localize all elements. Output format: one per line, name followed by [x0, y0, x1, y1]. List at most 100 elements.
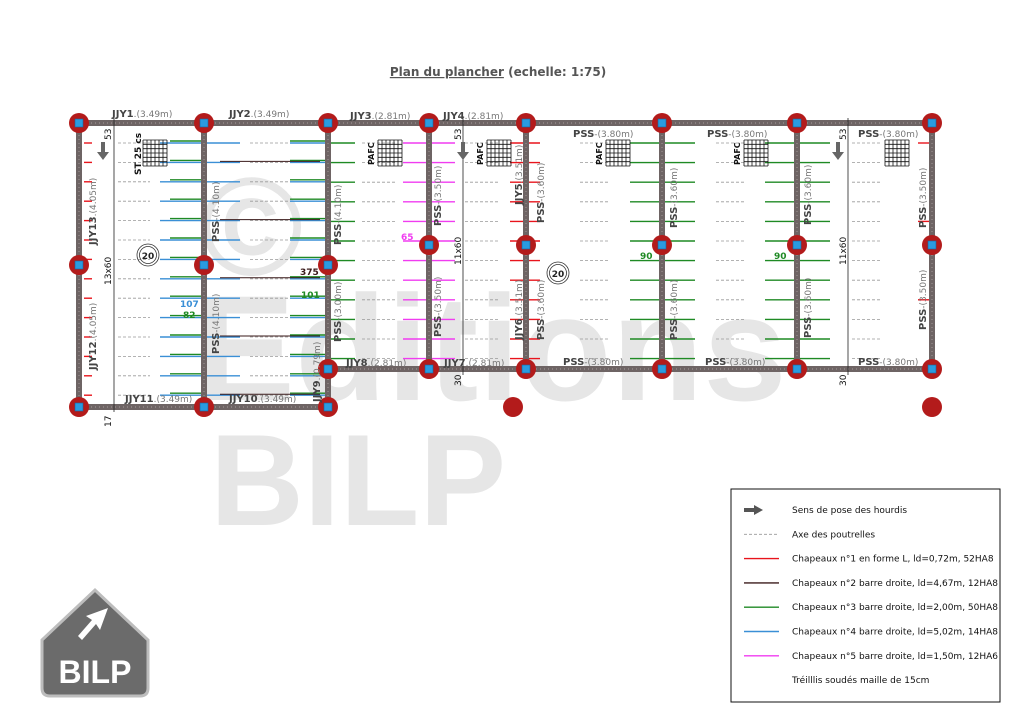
rebar-count-65: 65 [401, 233, 414, 243]
beam-label-jjy12: JJY12.(4.05m) [88, 303, 99, 371]
pss-label-v4a: PSS-(3.60m) [536, 163, 547, 223]
legend-item-label: Sens de pose des hourdis [792, 506, 907, 516]
column [503, 397, 523, 417]
structure-layer [69, 113, 942, 417]
post [424, 364, 434, 374]
mesh-icon [486, 139, 512, 167]
post [792, 118, 802, 128]
dim-53: 53 [454, 129, 464, 140]
dim-30: 30 [839, 374, 849, 386]
post [199, 260, 209, 270]
pss-label-v7b: PSS-(3.50m) [918, 270, 929, 330]
post [424, 118, 434, 128]
dim-53: 53 [104, 129, 114, 140]
post [657, 240, 667, 250]
pafc-label: PAFC [476, 142, 485, 165]
column [922, 397, 942, 417]
post [74, 402, 84, 412]
pss-label-v5b: PSS-(3.60m) [669, 280, 680, 340]
beam-label-jjy3: JJY3.(2.81m) [349, 111, 410, 122]
arrow-icon [744, 505, 763, 515]
post [521, 240, 531, 250]
legend-item-label: Chapeaux n°4 barre droite, ld=5,02m, 14H… [792, 628, 998, 638]
beam-label-jjy13: JJY13.(4.05m) [88, 178, 99, 246]
mesh-icon [884, 139, 910, 167]
rebar-layer [84, 140, 932, 396]
rebar-count-90: 90 [640, 252, 653, 262]
rebar-count-107: 107 [180, 300, 199, 310]
post [521, 118, 531, 128]
mesh-icon [377, 139, 403, 167]
beam-label-jjy11: JJY11.(3.49m) [124, 394, 192, 405]
pss-label-v4b: PSS-(3.60m) [536, 280, 547, 340]
beam-label-jjy8: JJY8.(2.81m) [345, 358, 406, 369]
post [927, 240, 937, 250]
dim-11x60: 11x60 [454, 236, 464, 265]
pafc-label: PAFC [733, 142, 742, 165]
legend-item-label: Chapeaux n°5 barre droite, ld=1,50m, 12H… [792, 652, 998, 662]
rebar-count-375: 375 [300, 268, 319, 278]
pafc-label: PAFC [595, 142, 604, 165]
rebar-count-101: 101 [301, 291, 320, 301]
watermark: © Editions BILP [195, 148, 787, 553]
pss-label-top-2: PSS-(3.80m) [707, 129, 767, 140]
cursor-arrow-icon [78, 608, 108, 640]
dim-11x60: 11x60 [839, 236, 849, 265]
pss-label-top-1: PSS-(3.80m) [573, 129, 633, 140]
legend-item-label: Chapeaux n°3 barre droite, ld=2,00m, 50H… [792, 603, 998, 613]
title-scale: (echelle: 1:75) [504, 65, 606, 79]
page-title: Plan du plancher (echelle: 1:75) [390, 65, 606, 79]
post [323, 364, 333, 374]
slab-thickness-marker [136, 243, 570, 285]
dim-17: 17 [104, 416, 114, 427]
mesh-icon [743, 139, 769, 167]
post [657, 118, 667, 128]
pss-label-v6b: PSS-(3.60m) [803, 278, 814, 338]
pss-label-v5a: PSS-(3.60m) [669, 168, 680, 228]
rebar-count-90: 90 [774, 252, 787, 262]
slab-thickness-label: 20 [142, 252, 155, 262]
beam-label-jjy6: JJY6.(3.51m) [514, 280, 525, 341]
pss-label-bot-1: PSS-(3.80m) [563, 357, 623, 368]
legend-item-label: Axe des poutrelles [792, 530, 875, 540]
arrow-icon [457, 142, 469, 160]
beam-label-jjy5: JJY5.(3.51m) [514, 145, 525, 206]
post [323, 260, 333, 270]
post [927, 118, 937, 128]
pss-label-v2b: PSS-(3.00m) [333, 282, 344, 342]
arrow-icon [832, 142, 844, 160]
hourdis-arrows [97, 142, 844, 160]
legend-item-label: Chapeaux n°1 en forme L, ld=0,72m, 52HA8 [792, 555, 994, 565]
mesh-icon [142, 139, 168, 167]
beam-label-jjy4: JJY4.(2.81m) [442, 111, 503, 122]
pss-label-v6a: PSS-(3.60m) [803, 165, 814, 225]
dim-30: 30 [454, 374, 464, 386]
pss-label-v1b: PSS-(4.10m) [211, 294, 222, 354]
pss-label-v2a: PSS-(4.10m) [333, 185, 344, 245]
post [74, 118, 84, 128]
pss-label-top-3: PSS-(3.80m) [858, 129, 918, 140]
dim-53: 53 [839, 129, 849, 140]
post [927, 364, 937, 374]
mesh-icon [605, 139, 631, 167]
post [323, 402, 333, 412]
pss-label-v3a: PSS-(3.50m) [433, 166, 444, 226]
dim-13x60: 13x60 [104, 256, 114, 285]
beam-label-jjy2: JJY2.(3.49m) [228, 109, 289, 120]
beam-label-jjy10: JJY10.(3.49m) [228, 394, 296, 405]
pafc-label: PAFC [367, 142, 376, 165]
legend-item-label: Chapeaux n°2 barre droite, ld=4,67m, 12H… [792, 579, 998, 589]
post [199, 118, 209, 128]
post [521, 364, 531, 374]
post [792, 364, 802, 374]
st25-label: ST 25 cs [134, 133, 144, 175]
dimensions [113, 118, 849, 412]
watermark-bilp: BILP [210, 407, 506, 553]
bilp-logo: BILP [40, 587, 150, 698]
logo-text: BILP [59, 654, 132, 690]
post [657, 364, 667, 374]
post [424, 240, 434, 250]
arrow-icon [97, 142, 109, 160]
